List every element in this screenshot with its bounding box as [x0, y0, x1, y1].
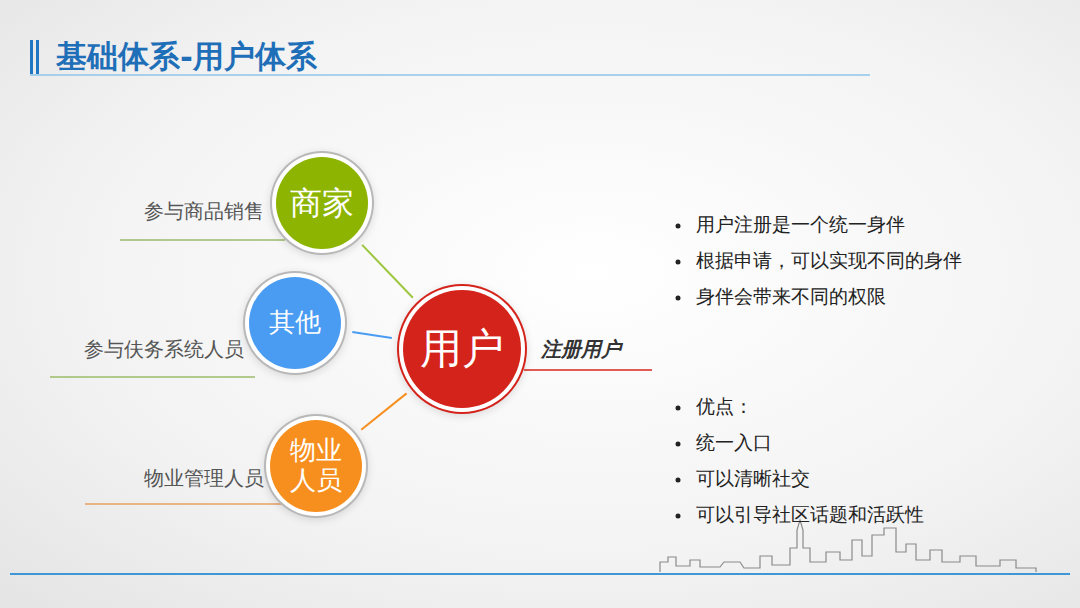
- title-bar: [36, 40, 39, 74]
- connector: [361, 393, 406, 429]
- bullet-text: 用户注册是一个统一身伴: [696, 212, 905, 238]
- bottom-rule: [10, 573, 1070, 575]
- bullet-text: 优点：: [696, 394, 753, 420]
- city-skyline: [660, 520, 1036, 572]
- bullet-text: 可以清晰社交: [696, 466, 810, 492]
- circle-node: 物业 人员: [270, 420, 362, 512]
- node-label: 其他: [269, 308, 321, 338]
- slide-title: 基础体系-用户体系: [56, 36, 317, 78]
- bullet-text: 根据申请，可以实现不同的身伴: [696, 248, 962, 274]
- role-note: 参与商品销售: [144, 198, 264, 225]
- leader-line: [524, 369, 652, 371]
- leader-line: [50, 376, 255, 378]
- circle-node: 商家: [276, 157, 368, 249]
- node-label: 用户: [420, 325, 504, 373]
- role-note: 物业管理人员: [144, 465, 264, 492]
- leader-line: [120, 239, 285, 241]
- role-note: 参与伕务系统人员: [84, 336, 244, 363]
- node-label: 物业 人员: [286, 436, 346, 496]
- leader-line: [85, 503, 292, 505]
- bullet-text: 身伴会带来不同的权限: [696, 284, 886, 310]
- connector: [362, 245, 413, 298]
- circle-node: 用户: [403, 290, 521, 408]
- circle-node: 其他: [249, 277, 341, 369]
- connector: [352, 332, 392, 338]
- bullets: [676, 224, 681, 519]
- bullet-text: 统一入口: [696, 430, 772, 456]
- node-label: 商家: [290, 185, 354, 222]
- center-caption: 注册用户: [541, 336, 621, 363]
- title-bar: [30, 40, 33, 74]
- title-rule: [30, 74, 870, 76]
- bullet-text: 可以引导社区话题和活跃性: [696, 502, 924, 528]
